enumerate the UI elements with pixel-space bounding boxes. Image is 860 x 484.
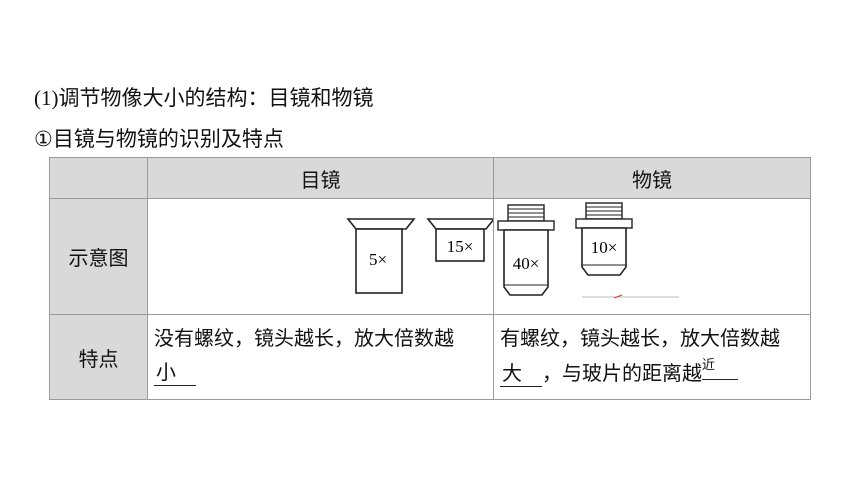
objective-feature-text-1: 有螺纹，镜头越长，放大倍数越 — [500, 326, 780, 350]
objective-diagram-cell: 40× 10× — [493, 198, 811, 315]
eyepiece-15x: 15× — [426, 218, 496, 262]
objective-label-40x: 40× — [513, 254, 540, 273]
table-row-features: 特点 没有螺纹，镜头越长，放大倍数越小 有螺纹，镜头越长，放大倍数越大，与玻片的… — [49, 314, 811, 400]
row-label-diagram: 示意图 — [49, 198, 148, 315]
section-heading-2: ①目镜与物镜的识别及特点 — [34, 127, 284, 151]
objective-40x: 40× — [497, 204, 555, 296]
eyepiece-5x: 5× — [346, 218, 416, 294]
eyepiece-label-15x: 15× — [447, 237, 474, 256]
eyepiece-feature-text: 没有螺纹，镜头越长，放大倍数越 — [154, 326, 454, 350]
objective-feature-answer-2: 近 — [702, 358, 716, 373]
heading-text: 调节物像大小的结构：目镜和物镜 — [58, 86, 374, 110]
eyepiece-diagram: 5× 15× — [346, 218, 496, 294]
objective-diagram: 40× 10× — [497, 202, 679, 299]
eyepiece-diagram-cell: 5× 15× — [147, 198, 496, 315]
heading-number: (1) — [34, 86, 59, 110]
header-cell-empty — [49, 157, 148, 199]
objective-feature-answer-1: 大 — [500, 360, 542, 387]
objective-feature-text-2: ，与玻片的距离越 — [542, 361, 702, 385]
objective-feature-cell: 有螺纹，镜头越长，放大倍数越大，与玻片的距离越近 — [493, 314, 811, 400]
row-label-features: 特点 — [49, 314, 148, 400]
comparison-table: 目镜 物镜 示意图 5× 15× — [49, 157, 811, 400]
eyepiece-label-5x: 5× — [369, 250, 387, 269]
objective-10x: 10× — [575, 202, 633, 276]
table-header-row: 目镜 物镜 — [49, 157, 811, 199]
header-cell-eyepiece: 目镜 — [147, 157, 494, 199]
table-row-diagram: 示意图 5× 15× — [49, 198, 811, 315]
eyepiece-feature-answer: 小 — [154, 359, 196, 386]
section-heading-1: (1)调节物像大小的结构：目镜和物镜 — [34, 82, 374, 112]
eyepiece-feature-cell: 没有螺纹，镜头越长，放大倍数越小 — [147, 314, 494, 400]
header-cell-objective: 物镜 — [493, 157, 811, 199]
objective-label-10x: 10× — [591, 238, 618, 257]
